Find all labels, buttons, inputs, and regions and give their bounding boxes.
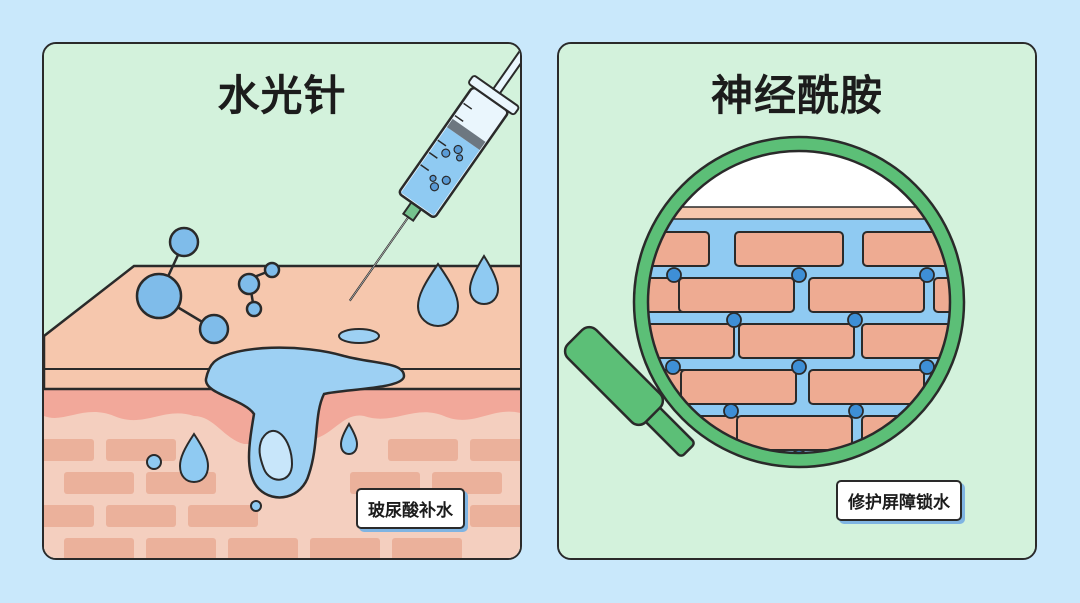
- panel-title: 水光针: [217, 71, 347, 120]
- panel-title: 神经酰胺: [710, 71, 883, 120]
- panel-ceramide: 神经酰胺 修护屏障锁水: [557, 42, 1037, 560]
- hyaluronic-molecule: [135, 226, 281, 345]
- lipid-nodes: [665, 267, 935, 460]
- hydro-injection-illustration: [44, 44, 520, 558]
- magnifier-handle: [563, 325, 695, 457]
- caption-badge: 修护屏障锁水: [836, 480, 962, 521]
- water-drops: [146, 254, 500, 512]
- ceramide-illustration: [559, 44, 1035, 558]
- panel-hydro-injection: 水光针 玻尿酸补水: [42, 42, 522, 560]
- magnifier-rim: [634, 137, 964, 467]
- syringe-icon: [348, 44, 520, 302]
- water-pocket: [204, 346, 406, 499]
- caption-badge: 玻尿酸补水: [356, 488, 465, 529]
